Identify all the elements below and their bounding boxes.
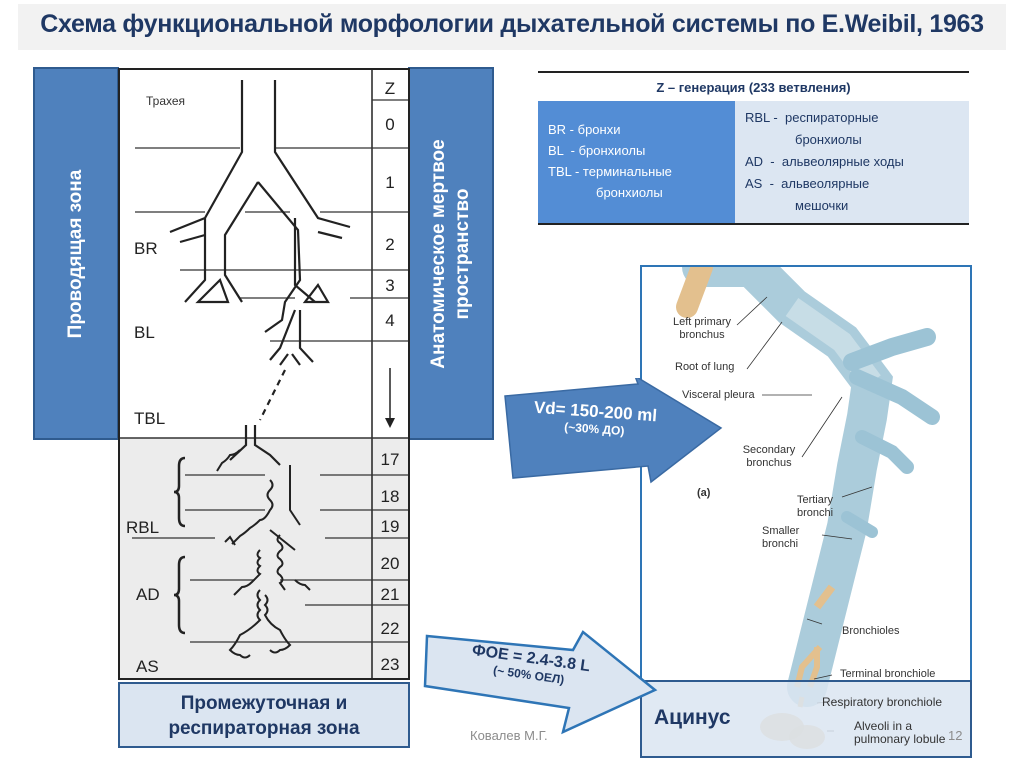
vd-arrow-shape — [504, 378, 723, 484]
conducting-zone-text: Проводящая зона — [65, 169, 86, 338]
label-visceral-pleura: Visceral pleura — [682, 389, 755, 401]
legend-left-column: BR - бронхи BL - бронхиолы TBL - термина… — [538, 101, 735, 223]
legend-header: Z – генерация (233 ветвления) — [656, 80, 851, 95]
footer-author: Ковалев М.Г. — [470, 728, 548, 743]
page-number: 12 — [948, 728, 963, 743]
z-value: 23 — [381, 655, 400, 674]
legend-item-continuation: бронхиолы — [795, 132, 862, 147]
legend-item: AD - альвеолярные ходы — [745, 154, 904, 169]
acinus-label-box: Ацинус Respiratory bronchiole Alveoli in… — [640, 680, 972, 758]
slide-title: Схема функциональной морфологии дыхатель… — [40, 10, 984, 38]
conducting-zone-bg — [120, 70, 408, 438]
z-value: 2 — [385, 235, 394, 254]
airway-tree-svg: Z 0 1 2 3 4 17 18 19 20 21 22 23 Трахея … — [120, 70, 408, 678]
z-row-lines — [120, 99, 408, 643]
label-respiratory-bronchiole: Respiratory bronchiole — [822, 695, 943, 709]
z-header: Z — [385, 79, 395, 98]
vd-arrow — [504, 378, 723, 484]
label-root-of-lung: Root of lung — [675, 361, 735, 373]
legend-item: BR - бронхи — [548, 122, 621, 137]
label-terminal-bronchiole: Terminal bronchiole — [840, 668, 936, 680]
z-value: 20 — [381, 554, 400, 573]
as-label: AS — [136, 657, 159, 676]
z-value: 21 — [381, 585, 400, 604]
z-value: 1 — [385, 173, 394, 192]
transitional-zone-line2: респираторная зона — [168, 718, 360, 739]
legend-item: TBL - терминальные — [548, 164, 672, 179]
z-value: 18 — [381, 487, 400, 506]
legend-item-continuation: мешочки — [795, 198, 849, 213]
transitional-zone-line1: Промежуточная и — [180, 693, 348, 714]
frc-arrow-shape — [423, 630, 658, 735]
legend-top-rule — [538, 71, 969, 73]
ad-label: AD — [136, 585, 160, 604]
z-value: 0 — [385, 115, 394, 134]
z-value: 22 — [381, 619, 400, 638]
legend-table: Z – генерация (233 ветвления) BR - бронх… — [538, 71, 969, 225]
bl-label: BL — [134, 323, 155, 342]
acinus-label: Ацинус — [654, 706, 731, 729]
dead-space-line2: пространство — [452, 188, 473, 319]
z-value: 19 — [381, 517, 400, 536]
label-panel-a: (a) — [697, 487, 711, 499]
dead-space-line1: Анатомическое мертвое — [428, 138, 449, 369]
generation-lines — [132, 147, 372, 643]
braces — [173, 456, 186, 635]
conducting-zone-label-box: Проводящая зона — [33, 67, 119, 440]
transitional-zone-label-box: Промежуточная и респираторная зона — [118, 682, 410, 748]
legend-item: BL - бронхиолы — [548, 143, 646, 158]
z-value: 17 — [381, 450, 400, 469]
down-arrow-head — [385, 418, 395, 428]
respiratory-tree — [216, 449, 311, 659]
z-value: 4 — [385, 311, 394, 330]
dead-space-text: Анатомическое мертвое пространство — [427, 139, 475, 368]
title-bar: Схема функциональной морфологии дыхатель… — [18, 4, 1006, 50]
dead-space-label-box: Анатомическое мертвое пространство — [408, 67, 494, 440]
tbl-label: TBL — [134, 409, 165, 428]
respiratory-zone-bg — [120, 438, 408, 678]
rbl-label: RBL — [126, 518, 159, 537]
bronchial-tree — [169, 80, 351, 466]
z-value: 3 — [385, 276, 394, 295]
legend-right-column: RBL - респираторные бронхиолы AD - альве… — [735, 101, 969, 223]
label-bronchioles: Bronchioles — [842, 625, 900, 637]
br-label: BR — [134, 239, 158, 258]
legend-item: AS - альвеолярные — [745, 176, 870, 191]
legend-item-continuation: бронхиолы — [596, 185, 663, 200]
trachea-label: Трахея — [146, 94, 185, 108]
weibel-airway-diagram: Z 0 1 2 3 4 17 18 19 20 21 22 23 Трахея … — [118, 68, 410, 680]
legend-item: RBL - респираторные — [745, 110, 879, 125]
frc-arrow — [423, 630, 658, 735]
